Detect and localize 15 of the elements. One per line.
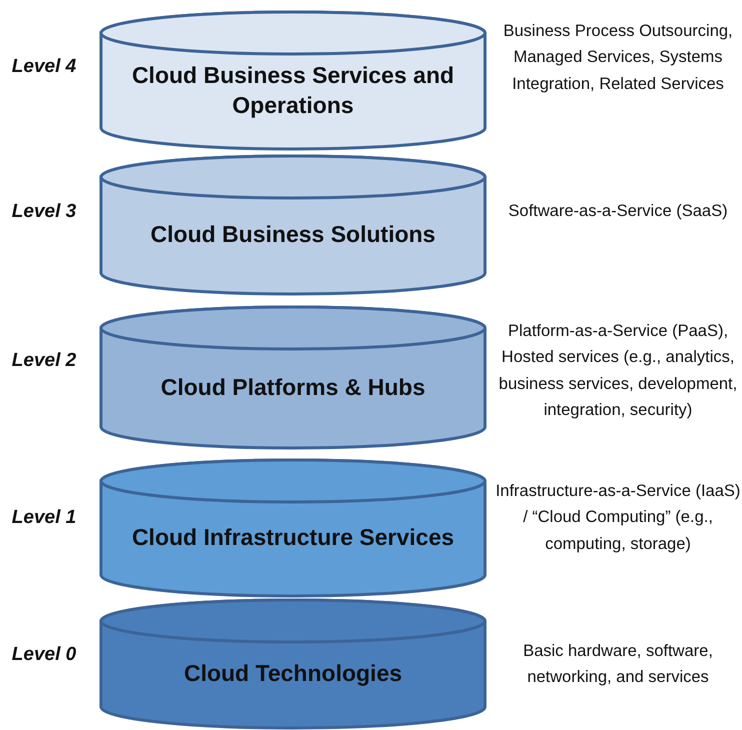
layer-title: Cloud Technologies [184,659,402,688]
layer-title: Cloud Business Services and Operations [130,60,456,120]
level-label: Level 0 [10,643,78,667]
level-label: Level 4 [10,55,78,79]
layer-description: Infrastructure-as-a-Service (IaaS) / “Cloud Computing” (e.g., computing, storage) [494,481,742,555]
layer-description: Software-as-a-Service (SaaS) [507,201,729,222]
level-label: Level 1 [10,506,78,530]
layer-title: Cloud Business Solutions [150,220,436,250]
layer-title: Cloud Infrastructure Services [132,523,454,552]
level-label: Level 2 [10,349,78,373]
level-label: Level 3 [10,200,78,224]
layer-description: Basic hardware, software, networking, and services [522,641,714,688]
layer-title: Cloud Platforms & Hubs [160,372,426,402]
layer-description: Business Process Outsourcing, Managed Services, Systems Integration, Related Services [502,21,734,95]
layer-description: Platform-as-a-Service (PaaS), Hosted services (e.g., analytics, business services, development, integration, security) [498,321,738,422]
